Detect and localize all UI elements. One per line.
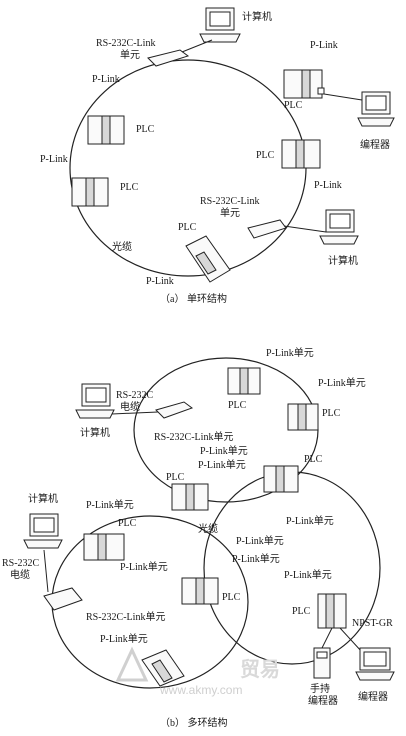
label-plink-left-mid: P-Link [40, 154, 68, 165]
label-plink-unit-right: P-Link单元 [318, 377, 366, 389]
label-plc-right: PLC [284, 100, 303, 111]
computer-2-icon [23, 513, 63, 549]
watermark-url: www.akmy.com [159, 683, 242, 697]
plc-b-left [83, 533, 125, 561]
ring-b-right [203, 471, 381, 665]
wire-b-2 [43, 549, 49, 593]
label-rs232-unit-mid: RS-232C-Link单元 [154, 431, 233, 443]
label-rs232-bottom-1: RS-232C-Link [200, 196, 259, 207]
computer-bottom-icon [319, 209, 359, 245]
label-plink-unit-h: P-Link单元 [284, 569, 332, 581]
label-cable-2: 电缆 [10, 568, 30, 581]
plc-b-mid-right [263, 465, 299, 493]
label-rs232-top-1: RS-232C-Link [96, 38, 155, 49]
handheld-programmer-icon [313, 647, 331, 679]
label-plink-bottom: P-Link [146, 276, 174, 287]
watermark-brand: 贸易 [240, 658, 280, 681]
computer-top-icon [199, 7, 241, 43]
label-rs232c-2: RS-232C [2, 558, 40, 569]
label-programmer-b: 编程器 [358, 690, 388, 703]
plc-left-top [87, 115, 125, 145]
wire-programmer [323, 93, 363, 101]
plc-right-top [283, 69, 325, 99]
programmer-b-icon [355, 647, 395, 681]
label-plink-top-right: P-Link [310, 40, 338, 51]
label-fiber-b: 光缆 [198, 522, 218, 535]
wire-b-programmers [321, 627, 363, 653]
label-plc-top: PLC [228, 400, 247, 411]
label-plc-left-mid: PLC [136, 124, 155, 135]
label-plc-left: PLC [118, 518, 137, 529]
caption-a: （a） 单环结构 [160, 292, 227, 305]
plc-left-low [71, 177, 109, 207]
label-plink-unit-d: P-Link单元 [86, 499, 134, 511]
plc-b-mid-left [171, 483, 209, 511]
wire-top [181, 39, 213, 53]
plc-b-center [181, 577, 219, 605]
label-fiber-a: 光缆 [112, 240, 132, 253]
label-plink-unit-b: P-Link单元 [198, 459, 246, 471]
label-plink-unit-top: P-Link单元 [266, 347, 314, 359]
label-npst: NPST-GR [352, 618, 393, 629]
label-rs232c-1: RS-232C [116, 390, 154, 401]
rs232-unit-low [43, 587, 83, 611]
wire-bottom [283, 225, 327, 233]
label-plink-unit-g: P-Link单元 [120, 561, 168, 573]
label-plink-unit-bottom: P-Link单元 [100, 633, 148, 645]
label-computer-bottom: 计算机 [328, 254, 358, 267]
label-handheld: 手持 [310, 682, 330, 695]
label-computer-top: 计算机 [242, 10, 272, 23]
label-computer-2: 计算机 [28, 492, 58, 505]
plc-right-mid [281, 139, 321, 169]
label-cable-1: 电缆 [120, 400, 140, 413]
label-plc-right-mid: PLC [256, 150, 275, 161]
label-plc-bottom: PLC [178, 222, 197, 233]
label-plc-left-low: PLC [120, 182, 139, 193]
ring-a [69, 59, 307, 277]
label-handheld-2: 编程器 [308, 694, 338, 707]
label-plink-unit-e: P-Link单元 [236, 535, 284, 547]
programmer-icon [357, 91, 395, 127]
label-rs232-unit-low: RS-232C-Link单元 [86, 611, 165, 623]
plc-b-right [317, 593, 347, 629]
plc-b-top [227, 367, 261, 395]
wire-b-1 [111, 411, 159, 415]
diagram-b: P-Link单元 PLC P-Link单元 PLC 计算机 RS-232C 电缆… [2, 347, 395, 729]
computer-1-icon [75, 383, 115, 419]
label-rs232-bottom-2: 单元 [220, 207, 240, 219]
plc-b-bottom [141, 649, 185, 687]
label-plc-center: PLC [222, 592, 241, 603]
label-plink-unit-f: P-Link单元 [232, 553, 280, 565]
rs232-unit-mid [155, 401, 194, 419]
rs232-unit-bottom [247, 219, 287, 239]
caption-b: （b） 多环结构 [160, 716, 228, 729]
plc-b-right-top [287, 403, 319, 431]
plc-bottom [185, 235, 231, 283]
watermark-logo: 贸易 www.akmy.com [115, 646, 280, 697]
label-rs232-top-2: 单元 [120, 49, 140, 61]
label-plc-right: PLC [292, 606, 311, 617]
label-plc-right-top: PLC [322, 408, 341, 419]
diagram-a: 计算机 RS-232C-Link 单元 P-Link PLC 编程器 P-Lin… [40, 7, 395, 305]
label-plink-unit-a: P-Link单元 [200, 445, 248, 457]
label-plc-mid-right: PLC [304, 454, 323, 465]
label-programmer: 编程器 [360, 138, 390, 151]
label-plink-right-mid: P-Link [314, 180, 342, 191]
label-computer-1: 计算机 [80, 426, 110, 439]
label-plc-mid-left: PLC [166, 472, 185, 483]
rs232-unit-top [147, 49, 190, 67]
label-plink-unit-c: P-Link单元 [286, 515, 334, 527]
label-plink-left-top: P-Link [92, 74, 120, 85]
